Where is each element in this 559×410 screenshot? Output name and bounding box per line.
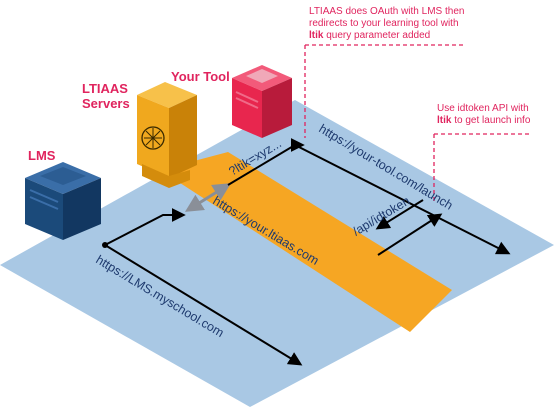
oauth-note-keyword: ltik	[309, 30, 324, 41]
ltiaas-label-line1: LTIAAS	[82, 81, 128, 96]
oauth-callout-line	[304, 44, 463, 138]
lms-to-ltiaas-arrow	[104, 208, 186, 246]
ltiaas-band	[160, 152, 452, 332]
lms-server-icon	[25, 162, 101, 240]
oauth-note-line1: LTIAAS does OAuth with LMS then	[309, 6, 465, 17]
idtoken-note-line2: ltik to get launch info	[437, 115, 557, 127]
lms-label: LMS	[28, 148, 56, 163]
idtoken-response-arrow	[377, 213, 443, 256]
idtoken-note: Use idtoken API with ltik to get launch …	[437, 103, 557, 127]
oauth-note-line2: redirects to your learning tool with	[309, 18, 459, 29]
idtoken-note-line2-rest: to get launch info	[451, 115, 531, 126]
ltiaas-server-icon	[137, 82, 197, 188]
idtoken-request-arrow	[375, 199, 424, 230]
tool-launch-line	[294, 144, 511, 255]
network-plane	[0, 100, 554, 407]
lms-flow-line	[104, 244, 303, 366]
tool-server-icon	[232, 65, 292, 138]
ltiaas-exchange-arrow	[184, 183, 232, 212]
oauth-note: LTIAAS does OAuth with LMS then redirect…	[309, 6, 484, 42]
oauth-note-line3: ltik query parameter added	[309, 30, 484, 42]
idtoken-note-line1: Use idtoken API with	[437, 103, 529, 114]
idtoken-callout-line	[433, 133, 532, 202]
oauth-note-line3-rest: query parameter added	[323, 30, 431, 41]
tool-label: Your Tool	[171, 69, 230, 84]
idtoken-note-keyword: ltik	[437, 115, 452, 126]
ltiaas-label-line2: Servers	[82, 96, 130, 111]
